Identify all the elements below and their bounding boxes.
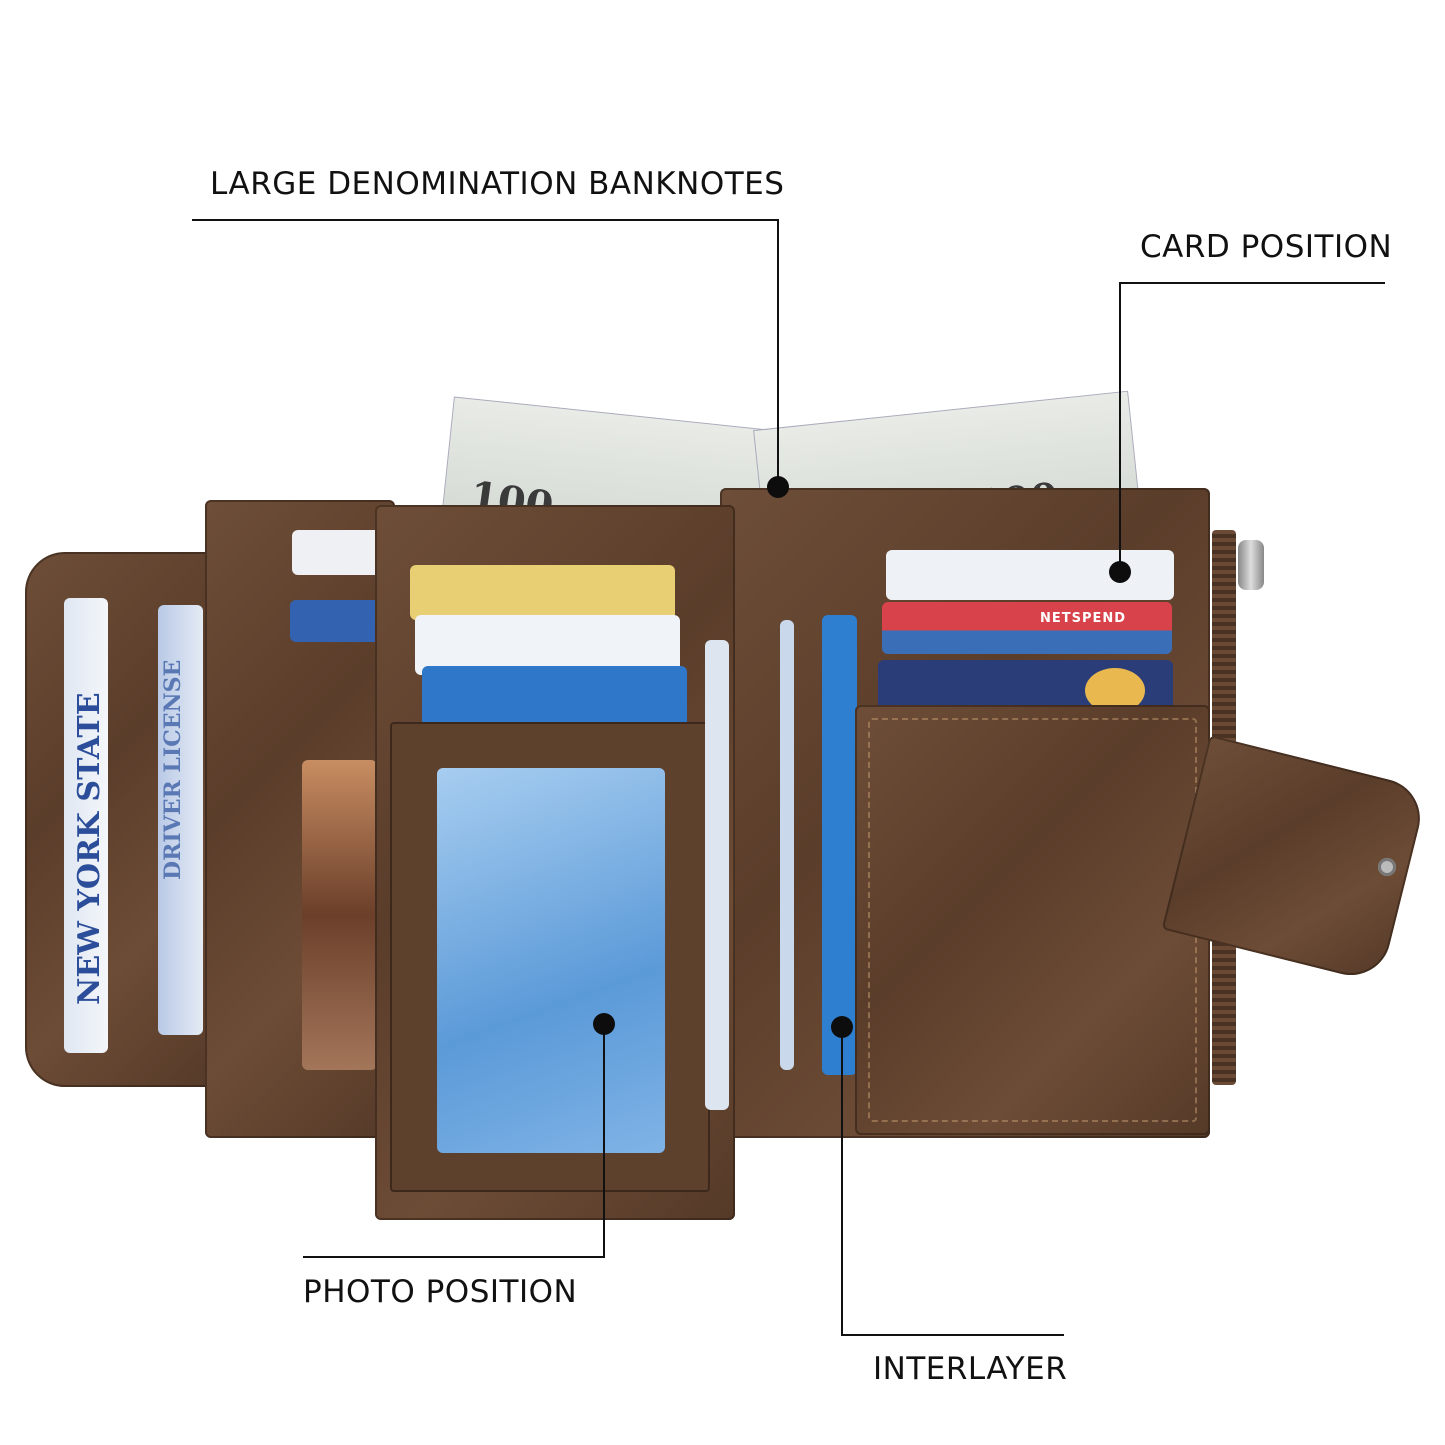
callout-card-label: CARD POSITION	[1140, 229, 1393, 265]
callout-photo-label: PHOTO POSITION	[303, 1274, 578, 1310]
callout-interlayer-leader	[841, 1027, 843, 1336]
callout-photo-line	[303, 1256, 605, 1258]
callout-card-dot	[1109, 561, 1131, 583]
callout-banknotes-leader	[777, 219, 779, 487]
right-pocket-stitch	[868, 718, 1197, 1122]
card-slot-2	[415, 615, 680, 675]
callout-interlayer-label: INTERLAYER	[873, 1351, 1068, 1387]
license-state-text: NEW YORK STATE	[72, 692, 107, 1005]
card-red-top	[292, 530, 382, 575]
snap-button-icon	[1378, 858, 1396, 876]
license-card	[64, 598, 108, 1053]
right-card-1	[886, 550, 1174, 600]
card-brand-text: NETSPEND	[1040, 611, 1127, 626]
callout-interlayer-line	[841, 1334, 1064, 1336]
interlayer-card-2	[780, 620, 794, 1070]
card-blue-mid	[290, 600, 380, 642]
callout-banknotes-label: LARGE DENOMINATION BANKNOTES	[210, 166, 785, 202]
license-type-text: DRIVER LICENSE	[160, 659, 186, 880]
callout-banknotes-line	[192, 219, 779, 221]
callout-photo-leader	[603, 1024, 605, 1258]
card-slot-3	[422, 666, 687, 731]
callout-photo-dot	[593, 1013, 615, 1035]
photo-window	[437, 768, 665, 1153]
right-card-2	[882, 602, 1172, 654]
license-card-2	[158, 605, 203, 1035]
callout-interlayer-dot	[831, 1016, 853, 1038]
photo-window-left	[302, 760, 377, 1070]
receipt-card	[705, 640, 729, 1110]
zipper-pull-icon	[1238, 540, 1264, 590]
callout-card-line	[1119, 282, 1385, 284]
right-pocket	[855, 705, 1210, 1135]
callout-banknotes-dot	[767, 476, 789, 498]
callout-card-leader	[1119, 282, 1121, 572]
card-slot-1	[410, 565, 675, 620]
interlayer-card	[822, 615, 857, 1075]
